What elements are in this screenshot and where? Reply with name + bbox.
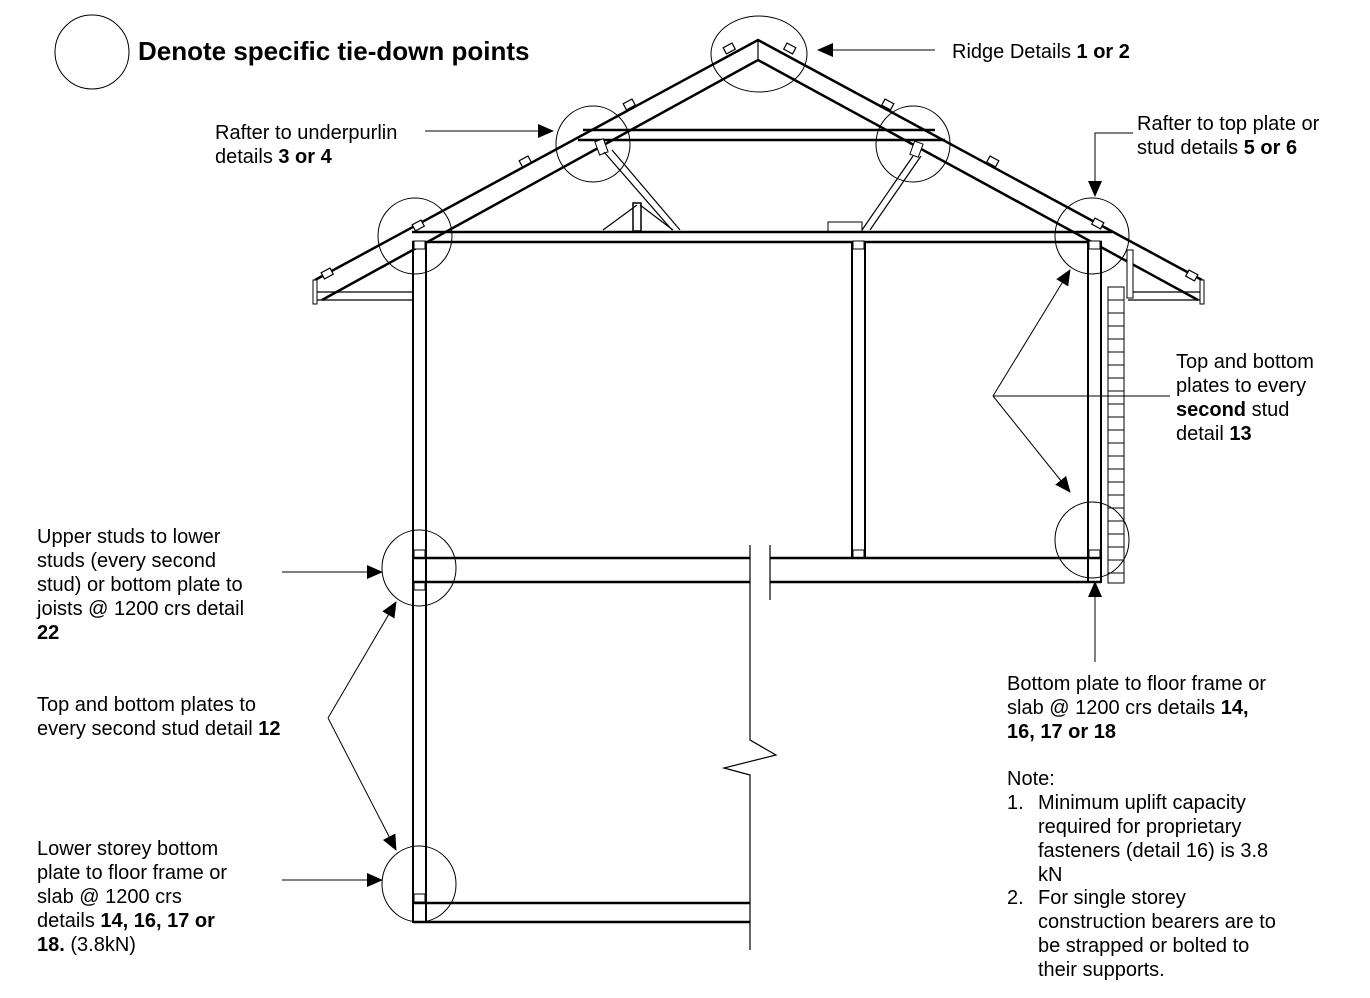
label-plates-12: Top and bottom plates to every second st… bbox=[37, 694, 281, 740]
legend-circle bbox=[54, 14, 130, 90]
svg-text:every second stud detail 12: every second stud detail 12 bbox=[37, 718, 281, 740]
svg-text:Rafter to underpurlin: Rafter to underpurlin bbox=[215, 122, 397, 144]
leader-arrows bbox=[282, 43, 1170, 887]
svg-text:slab @ 1200 crs details 14,: slab @ 1200 crs details 14, bbox=[1007, 697, 1249, 719]
label-bottom-plate: Bottom plate to floor frame or slab @ 12… bbox=[1007, 673, 1266, 743]
svg-text:22: 22 bbox=[37, 622, 59, 644]
svg-text:Bottom plate to floor frame or: Bottom plate to floor frame or bbox=[1007, 673, 1266, 695]
circle-bottom-plate-right bbox=[1054, 501, 1130, 579]
circle-upper-studs bbox=[381, 529, 457, 607]
svg-text:kN: kN bbox=[1038, 864, 1062, 886]
svg-text:their supports.: their supports. bbox=[1038, 959, 1165, 981]
svg-text:Top and bottom plates to: Top and bottom plates to bbox=[37, 694, 256, 716]
svg-text:16, 17 or 18: 16, 17 or 18 bbox=[1007, 721, 1116, 743]
svg-text:joists @ 1200 crs detail: joists @ 1200 crs detail bbox=[36, 598, 244, 620]
label-plates-13: Top and bottom plates to every second st… bbox=[1176, 351, 1314, 445]
svg-text:Rafter to top plate or: Rafter to top plate or bbox=[1137, 113, 1320, 135]
label-lower-storey: Lower storey bottom plate to floor frame… bbox=[37, 838, 227, 956]
svg-text:stud details 5 or 6: stud details 5 or 6 bbox=[1137, 137, 1297, 159]
underpurlin bbox=[578, 128, 945, 233]
svg-text:For single storey: For single storey bbox=[1038, 887, 1186, 909]
svg-text:detail 13: detail 13 bbox=[1176, 423, 1252, 445]
brick-veneer bbox=[1107, 286, 1125, 584]
svg-text:Minimum uplift capacity: Minimum uplift capacity bbox=[1038, 792, 1246, 814]
svg-text:details 14, 16, 17 or: details 14, 16, 17 or bbox=[37, 910, 215, 932]
circle-ridge bbox=[710, 15, 808, 93]
svg-text:slab @ 1200 crs: slab @ 1200 crs bbox=[37, 886, 182, 908]
circle-underpurlin-left bbox=[555, 105, 631, 183]
svg-text:second stud: second stud bbox=[1176, 399, 1289, 421]
label-underpurlin: Rafter to underpurlin details 3 or 4 bbox=[215, 122, 397, 168]
svg-text:1.: 1. bbox=[1007, 792, 1024, 814]
legend-title: Denote specific tie-down points bbox=[138, 36, 529, 66]
rafters bbox=[314, 38, 1203, 302]
svg-text:plates to every: plates to every bbox=[1176, 375, 1306, 397]
note: Note: 1. Minimum uplift capacity require… bbox=[1007, 768, 1276, 981]
svg-text:Top and bottom: Top and bottom bbox=[1176, 351, 1314, 373]
circle-lower-storey bbox=[381, 845, 457, 923]
svg-text:Upper studs to lower: Upper studs to lower bbox=[37, 526, 221, 548]
svg-text:studs (every second: studs (every second bbox=[37, 550, 216, 572]
circle-top-plate-right bbox=[1054, 197, 1130, 275]
svg-text:2.: 2. bbox=[1007, 887, 1024, 909]
ceiling-joist bbox=[412, 230, 1112, 244]
svg-text:Lower storey bottom: Lower storey bottom bbox=[37, 838, 218, 860]
svg-text:stud) or bottom plate to: stud) or bottom plate to bbox=[37, 574, 243, 596]
note-heading: Note: bbox=[1007, 768, 1055, 790]
circle-underpurlin-right bbox=[875, 105, 951, 183]
svg-text:18. (3.8kN): 18. (3.8kN) bbox=[37, 934, 136, 956]
label-upper-studs: Upper studs to lower studs (every second… bbox=[36, 526, 244, 644]
circle-top-plate-left bbox=[377, 197, 453, 275]
floor-frames bbox=[413, 545, 1101, 950]
svg-text:required for proprietary: required for proprietary bbox=[1038, 816, 1241, 838]
svg-text:fasteners (detail 16) is 3.8: fasteners (detail 16) is 3.8 bbox=[1038, 840, 1268, 862]
svg-text:details 3 or 4: details 3 or 4 bbox=[215, 146, 333, 168]
svg-text:be strapped or bolted to: be strapped or bolted to bbox=[1038, 935, 1249, 957]
label-ridge: Ridge Details 1 or 2 bbox=[952, 41, 1130, 63]
svg-text:construction bearers are to: construction bearers are to bbox=[1038, 911, 1276, 933]
svg-text:plate to floor frame or: plate to floor frame or bbox=[37, 862, 227, 884]
battens bbox=[320, 42, 1199, 282]
label-top-plate: Rafter to top plate or stud details 5 or… bbox=[1137, 113, 1320, 159]
eaves bbox=[312, 249, 1205, 305]
